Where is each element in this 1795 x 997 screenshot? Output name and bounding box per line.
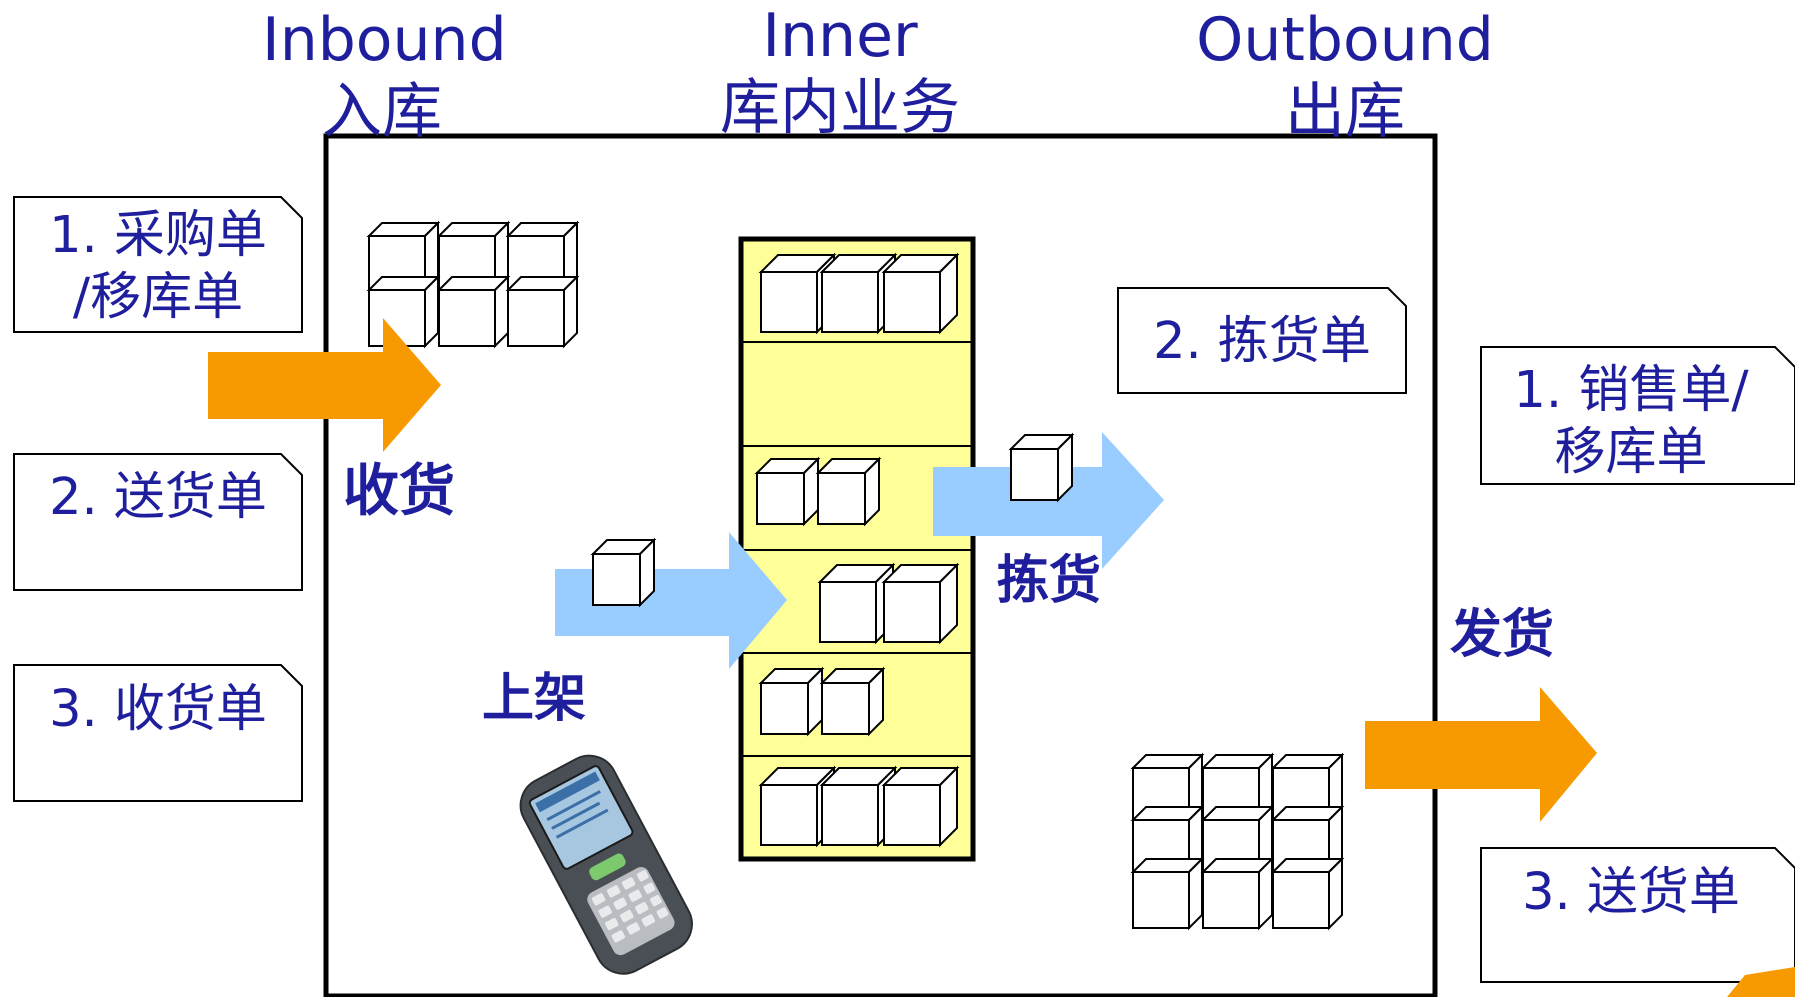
document-shapes <box>13 196 1795 983</box>
putaway-arrow <box>555 532 787 669</box>
doc-pick-list: 2. 拣货单 <box>1153 312 1371 371</box>
inner-header-zh: 库内业务 <box>720 73 960 143</box>
box-icon <box>507 276 578 347</box>
outbound-header-zh: 出库 <box>1285 77 1405 147</box>
doc-receipt: 3. 收货单 <box>49 680 267 739</box>
doc-delivery-note-out: 3. 送货单 <box>1522 863 1740 922</box>
box-icon <box>368 276 439 347</box>
inner-header: Inner 库内业务 <box>700 0 980 144</box>
box-icon <box>883 564 958 643</box>
doc-sales-order: 1. 销售单/ 移库单 <box>1513 361 1749 482</box>
box-icon <box>438 276 509 347</box>
box-icon <box>817 458 880 525</box>
box-icon <box>819 564 894 643</box>
ship-arrow <box>1365 687 1597 822</box>
box-icon <box>883 254 958 333</box>
box-icon <box>1202 858 1273 929</box>
label-receive: 收货 <box>343 459 455 524</box>
label-putaway: 上架 <box>482 669 587 729</box>
label-ship: 发货 <box>1450 605 1555 665</box>
box-icon <box>883 767 958 846</box>
inbound-header: Inbound 入库 <box>262 4 507 148</box>
inner-header-en: Inner <box>762 1 918 71</box>
box-icon <box>756 458 819 525</box>
receive-arrow <box>208 318 441 452</box>
box-icon <box>1272 858 1343 929</box>
box-icon <box>760 668 823 735</box>
box-icon <box>592 539 655 606</box>
outbound-header: Outbound 出库 <box>1195 4 1495 148</box>
box-icon <box>821 668 884 735</box>
inbound-header-en: Inbound <box>262 5 507 75</box>
outbound-header-en: Outbound <box>1196 5 1494 75</box>
outbound-box-stack <box>1132 754 1343 929</box>
doc-delivery-note-in: 2. 送货单 <box>49 468 267 527</box>
handheld-scanner-icon <box>519 754 693 975</box>
inbound-header-zh: 入库 <box>322 77 442 147</box>
box-icon <box>1132 858 1203 929</box>
doc-purchase-order: 1. 采购单 /移库单 <box>49 206 267 327</box>
storage-rack <box>738 236 976 862</box>
label-pick: 拣货 <box>997 551 1102 611</box>
page-corner-marker <box>1727 967 1795 997</box>
inbound-box-stack <box>368 222 578 347</box>
box-icon <box>1010 434 1073 501</box>
